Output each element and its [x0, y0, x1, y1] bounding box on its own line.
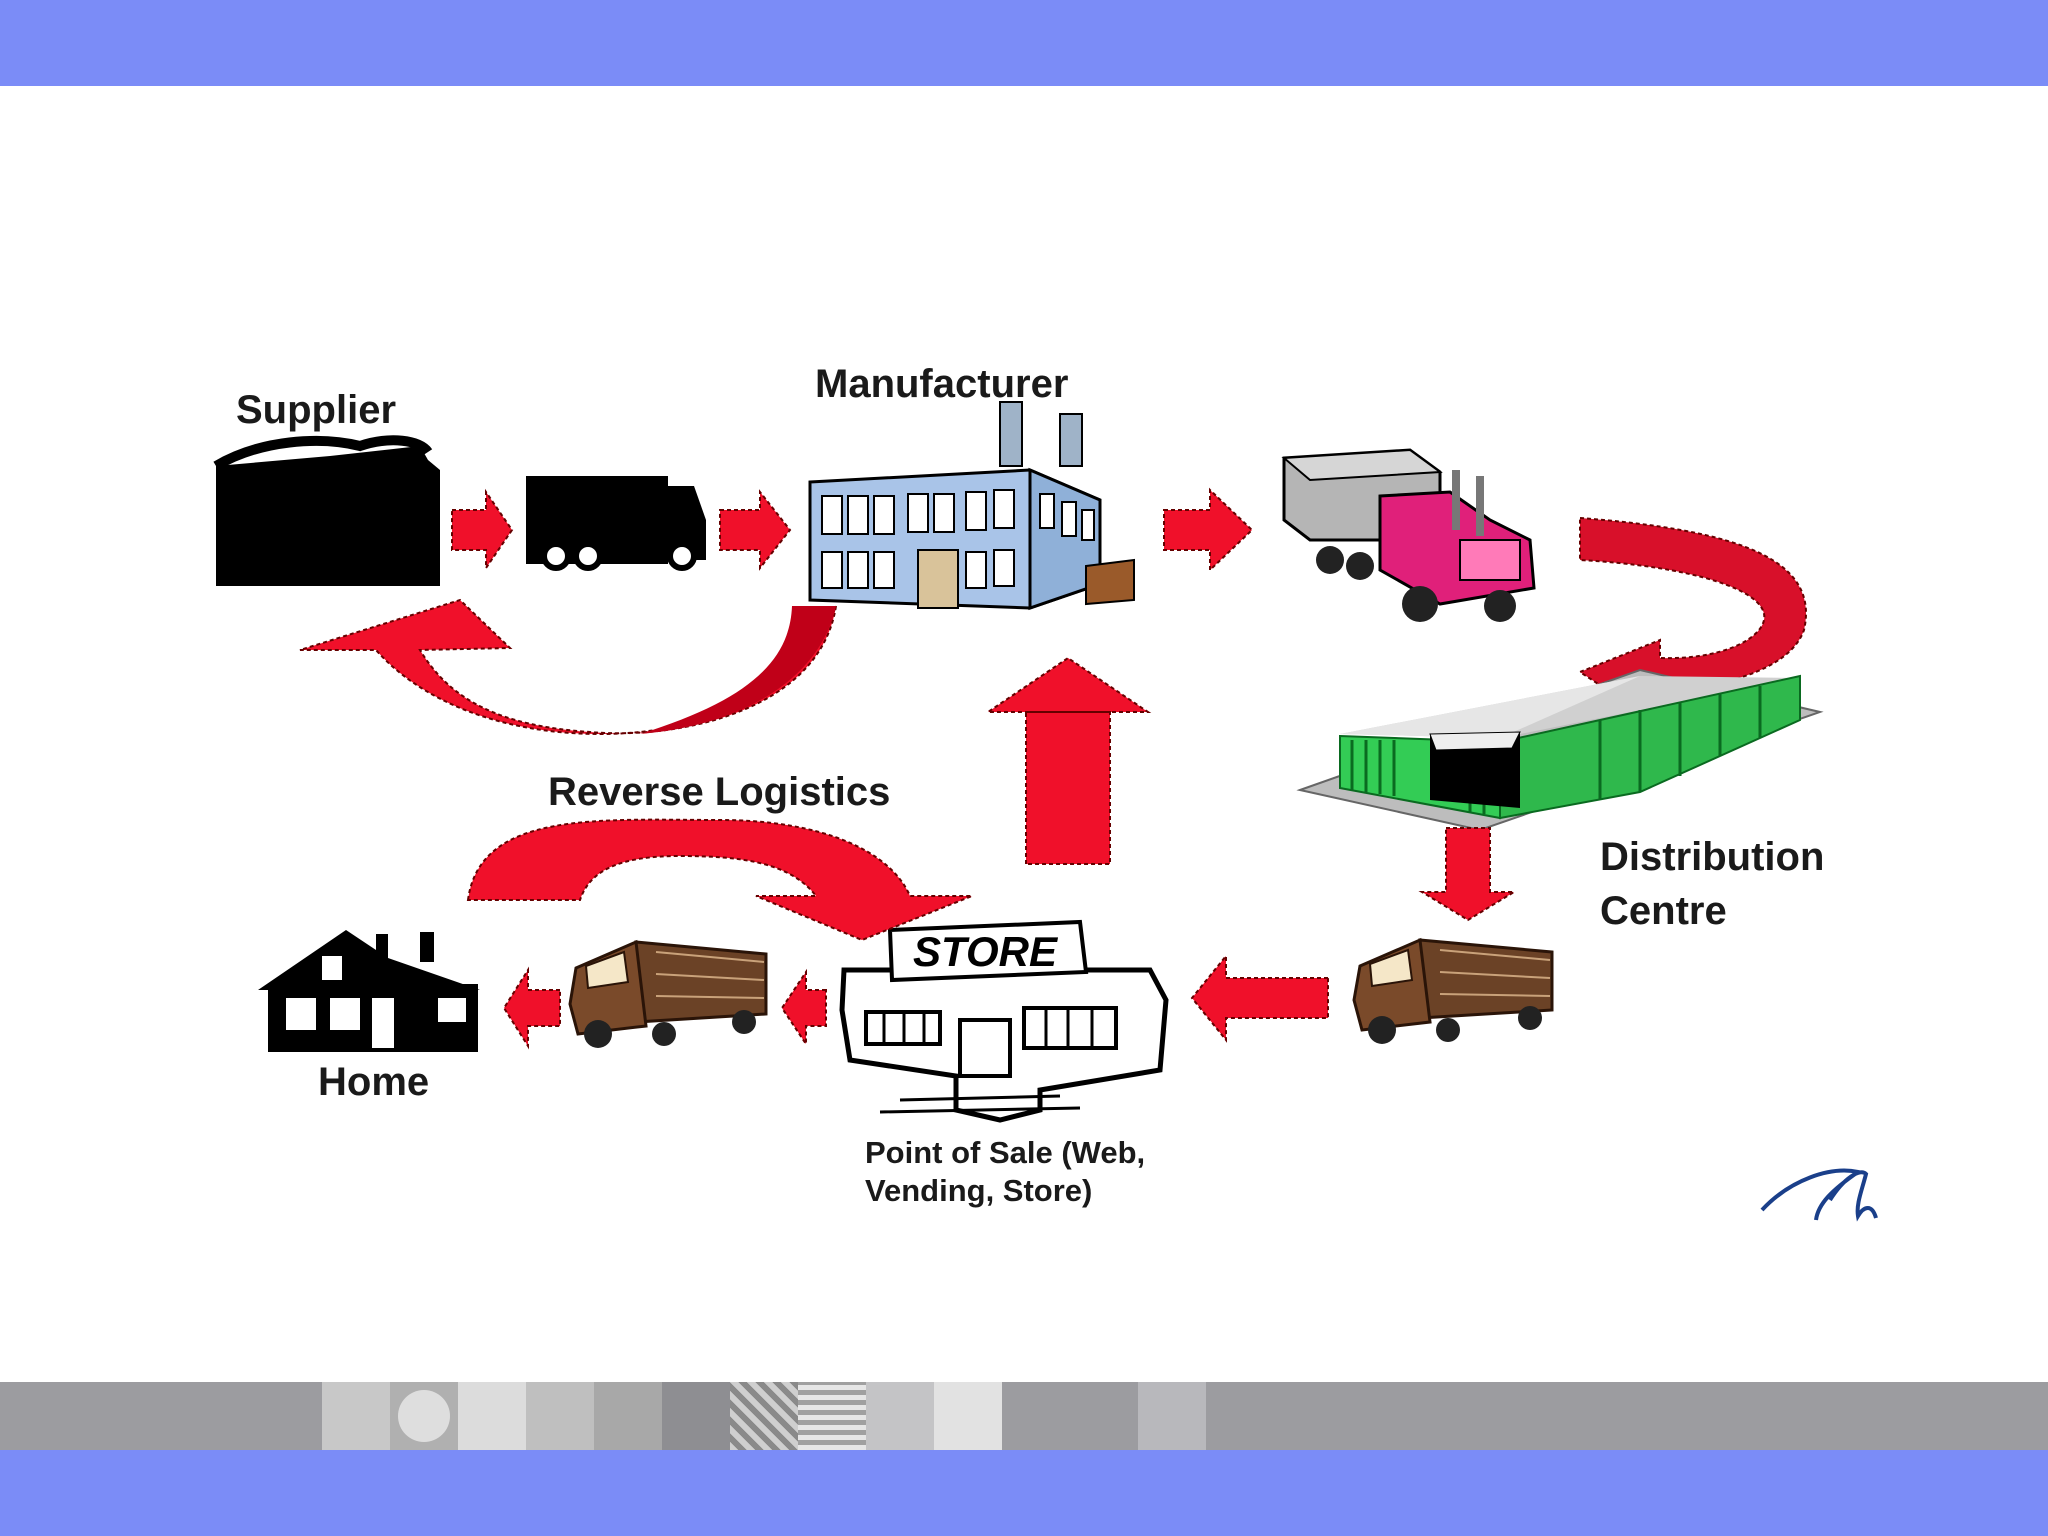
arrow-right-3: [1163, 487, 1254, 573]
reverse-arrow-to-store: [466, 818, 973, 942]
photo-tile: [798, 1382, 866, 1450]
top-band: [0, 0, 2048, 86]
warehouse-icon: [1296, 668, 1824, 832]
home-label: Home: [318, 1060, 430, 1104]
photo-tile: [662, 1382, 730, 1450]
delivery-van-icon: [568, 939, 768, 1048]
office-building-icon: [808, 401, 1135, 611]
store-icon: STORE: [839, 919, 1169, 1123]
point-of-sale-label: Point of Sale (Web, Vending, Store): [865, 1134, 1145, 1210]
arrow-up: [984, 656, 1152, 865]
signature-logo: [1760, 1168, 1878, 1222]
arrow-right-1: [451, 488, 514, 572]
pos-line-1: Point of Sale (Web,: [865, 1135, 1146, 1170]
arrow-right-2: [719, 489, 792, 571]
distribution-centre-label: Distribution Centre: [1600, 830, 1824, 938]
photo-tile: [322, 1382, 390, 1450]
house-icon: [258, 930, 480, 1052]
distribution-line-1: Distribution: [1600, 835, 1825, 879]
supplier-label: Supplier: [236, 388, 397, 432]
photo-tile: [390, 1382, 458, 1450]
arrow-left-2: [780, 968, 827, 1048]
photo-tile: [730, 1382, 798, 1450]
photo-tile: [594, 1382, 662, 1450]
manufacturer-label: Manufacturer: [815, 362, 1069, 406]
box-truck-icon: [526, 476, 706, 571]
pos-line-2: Vending, Store): [865, 1173, 1093, 1208]
photo-tile: [934, 1382, 1002, 1450]
distribution-line-2: Centre: [1600, 889, 1727, 933]
semi-truck-icon: [1281, 448, 1536, 622]
photo-tile: [526, 1382, 594, 1450]
photo-tile: [866, 1382, 934, 1450]
factory-icon: [213, 435, 440, 586]
reverse-arrow-to-supplier: [299, 598, 837, 736]
bottom-band: [0, 1450, 2048, 1536]
arrow-left-1: [1190, 953, 1329, 1043]
photo-tile: [1138, 1382, 1206, 1450]
store-sign: STORE: [913, 928, 1059, 975]
photo-strip: [0, 1382, 2048, 1450]
photo-tile: [458, 1382, 526, 1450]
reverse-logistics-label: Reverse Logistics: [548, 770, 891, 814]
arrow-down: [1418, 827, 1518, 922]
arrow-left-3: [502, 966, 561, 1050]
delivery-van-icon: [1352, 937, 1554, 1044]
